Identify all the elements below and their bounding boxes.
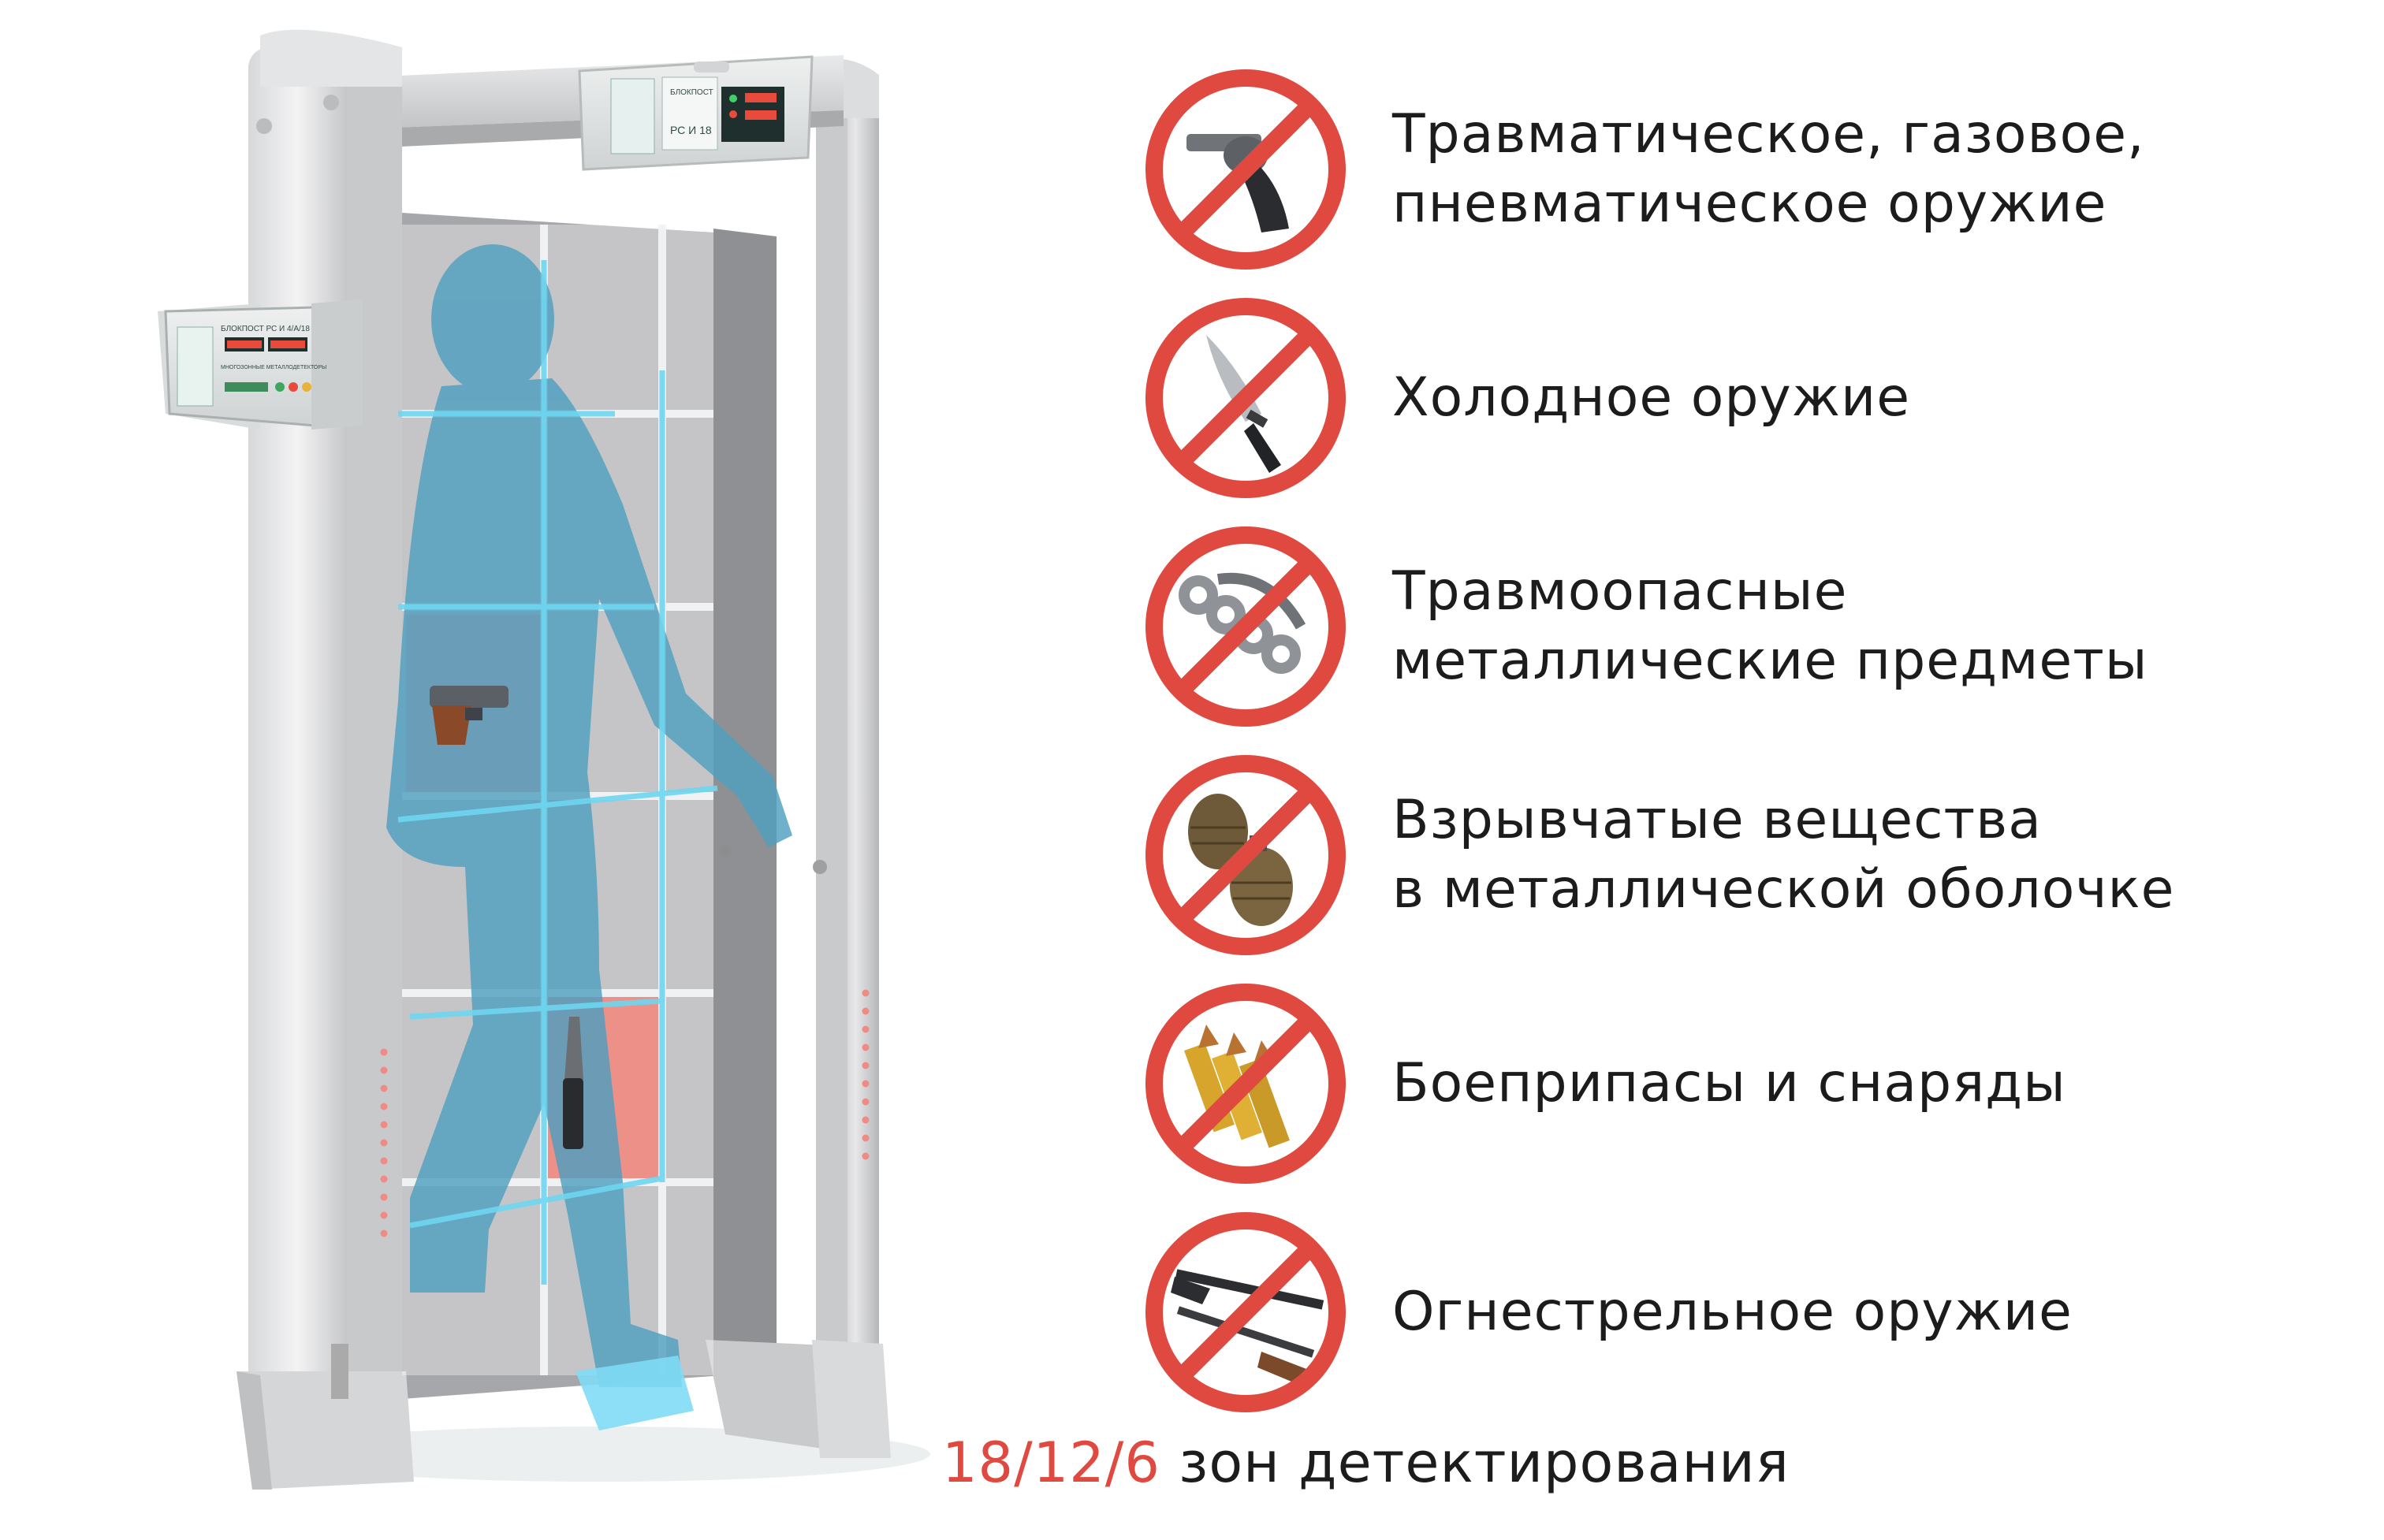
person-silhouette: [386, 244, 792, 1387]
prohibited-grenade-badge: [1145, 755, 1346, 955]
top-control-panel: РС И 18 БЛОКПОСТ: [578, 55, 814, 171]
shoe-highlight: [576, 1356, 694, 1430]
scan-grid-lines: [397, 260, 718, 1285]
rifle-icon: [1171, 1269, 1324, 1387]
prohibited-item-explosives: Взрывчатые вещества в металлической обол…: [1143, 753, 2357, 958]
floor-shadow: [268, 1427, 930, 1482]
item-label-line-2: в металлической оболочке: [1392, 858, 2175, 921]
side-panel-title: БЛОКПОСТ РС И 4/А/18: [221, 325, 310, 333]
prohibited-revolver-badge: [1145, 69, 1346, 270]
top-panel-brand: БЛОКПОСТ: [670, 88, 713, 97]
item-label-line-1: Взрывчатые вещества: [1392, 789, 2042, 851]
top-panel-model: РС И 18: [670, 124, 712, 136]
item-label: Огнестрельное оружие: [1392, 1210, 2073, 1415]
item-label: Травмоопасные металлические предметы: [1392, 524, 2148, 729]
item-label-line-1: Боеприпасы и снаряды: [1392, 1052, 2066, 1114]
item-label-line-2: пневматическое оружие: [1392, 173, 2107, 235]
left-led-indicators: [380, 1048, 388, 1237]
prohibited-item-firearms: Огнестрельное оружие: [1143, 1210, 2357, 1415]
item-label-line-1: Огнестрельное оружие: [1392, 1281, 2073, 1343]
item-label-line-1: Травмоопасные: [1392, 560, 1848, 623]
knife-icon: [563, 1017, 583, 1149]
item-label-line-1: Травматическое, газовое,: [1392, 103, 2145, 166]
side-panel-subtitle: МНОГОЗОННЫЕ МЕТАЛЛОДЕТЕКТОРЫ: [221, 365, 326, 370]
zone-caption-text: зон детектирования: [1160, 1430, 1790, 1495]
right-pillar-sensor: [813, 860, 827, 874]
inner-sensor: [719, 845, 732, 857]
prohibited-rifle-badge: [1145, 1212, 1346, 1412]
right-led-indicators: [862, 989, 870, 1160]
prohibited-item-cold-weapons: Холодное оружие: [1143, 296, 2357, 500]
pistol-icon: [430, 686, 508, 745]
gate-left-pillar: [237, 29, 414, 1490]
detection-zones-caption: 18/12/6 зон детектирования: [942, 1430, 1790, 1495]
prohibited-item-traumatic-weapons: Травматическое, газовое, пневматическое …: [1143, 67, 2357, 272]
item-label: Травматическое, газовое, пневматическое …: [1392, 67, 2145, 272]
metal-detector-gate-illustration: РС И 18 БЛОКПОСТ БЛОКПОСТ РС И 4/А/18 МН…: [158, 29, 930, 1490]
prohibited-knife-badge: [1145, 298, 1346, 498]
item-label-line-2: металлические предметы: [1392, 630, 2148, 692]
zone-count: 18/12/6: [942, 1430, 1160, 1495]
side-control-panel: БЛОКПОСТ РС И 4/А/18 МНОГОЗОННЫЕ МЕТАЛЛО…: [158, 299, 363, 430]
item-label: Боеприпасы и снаряды: [1392, 981, 2066, 1186]
prohibited-brass-knuckles-badge: [1145, 526, 1346, 727]
prohibited-bullets-badge: [1145, 984, 1346, 1184]
prohibited-item-ammunition: Боеприпасы и снаряды: [1143, 981, 2357, 1186]
item-label-line-1: Холодное оружие: [1392, 366, 1911, 429]
item-label: Взрывчатые вещества в металлической обол…: [1392, 753, 2174, 958]
item-label: Холодное оружие: [1392, 296, 1910, 500]
prohibited-item-traumatic-metal: Травмоопасные металлические предметы: [1143, 524, 2357, 729]
